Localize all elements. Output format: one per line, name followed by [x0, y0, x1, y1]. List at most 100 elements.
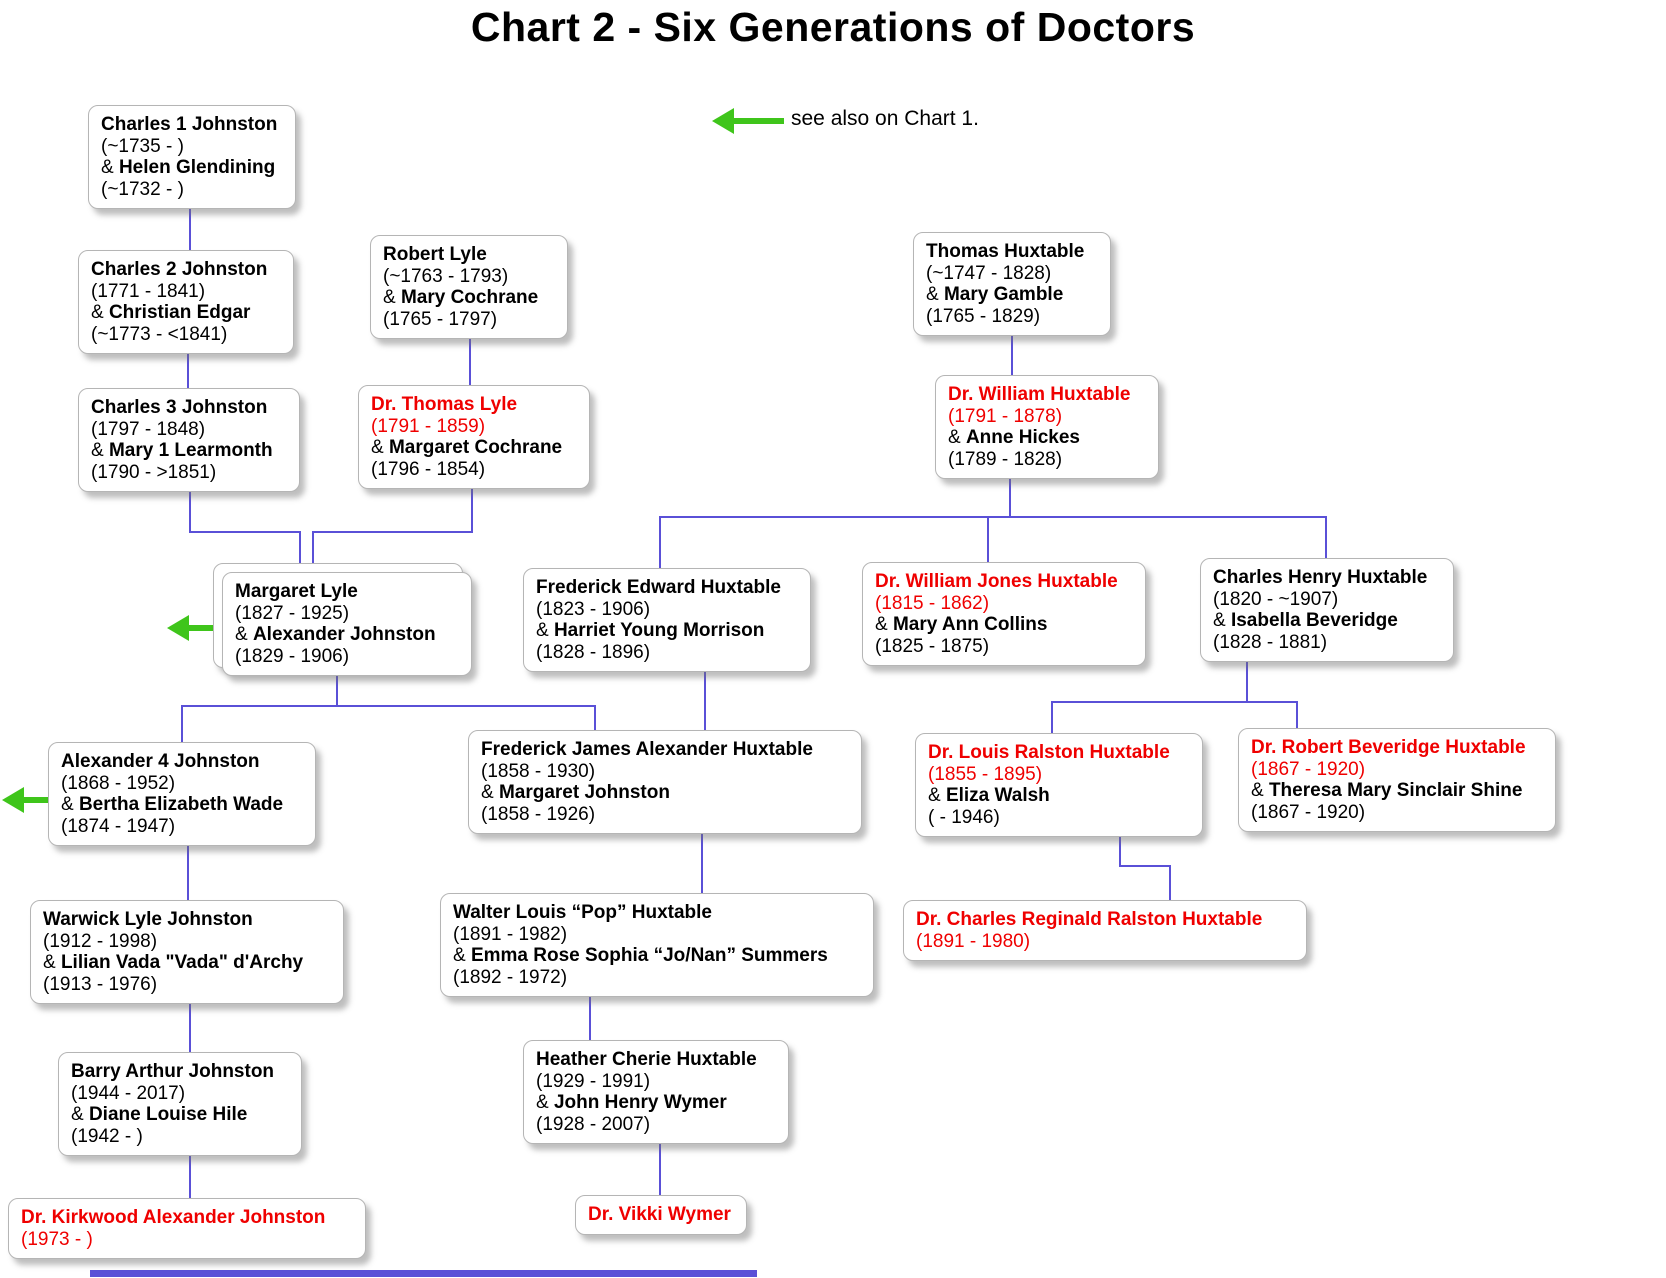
person-name-line: Dr. Kirkwood Alexander Johnston: [21, 1207, 326, 1228]
person-name-line: & Bertha Elizabeth Wade: [61, 794, 303, 816]
person-box-dr-william-huxtable[interactable]: Dr. William Huxtable(1791 - 1878)& Anne …: [935, 375, 1159, 479]
person-name-line: Dr. William Jones Huxtable: [875, 571, 1118, 592]
person-dates-line: (1913 - 1976): [43, 973, 158, 995]
spouse-name: Margaret Johnston: [498, 782, 670, 803]
person-dates-line: (1891 - 1980): [916, 930, 1031, 952]
connector-line: [1119, 836, 1171, 900]
person-box-dr-robert-beveridge-huxtable[interactable]: Dr. Robert Beveridge Huxtable(1867 - 192…: [1238, 728, 1556, 832]
ampersand: &: [61, 794, 79, 815]
person-dates-line: (1855 - 1895): [928, 763, 1043, 785]
person-dates-line: (1765 - 1829): [926, 305, 1041, 327]
spouse-name: Emma Rose Sophia “Jo/Nan” Summers: [470, 945, 828, 966]
person-dates-line: (1823 - 1906): [536, 598, 651, 620]
person-dates-line: (~1732 - ): [101, 178, 184, 200]
person-name-line: Dr. Vikki Wymer: [588, 1204, 731, 1225]
person-dates-line: (1791 - 1859): [371, 415, 486, 437]
person-dates-line: (1829 - 1906): [235, 645, 350, 667]
spouse-name: Mary Gamble: [943, 284, 1064, 305]
person-dates-line: (1868 - 1952): [61, 772, 176, 794]
spouse-name: Alexander Johnston: [252, 624, 436, 645]
person-name-line: & Mary Cochrane: [383, 287, 555, 309]
person-box-heather-cherie-huxtable[interactable]: Heather Cherie Huxtable(1929 - 1991)& Jo…: [523, 1040, 789, 1144]
spouse-name: Diane Louise Hile: [88, 1104, 248, 1125]
person-name-line: Dr. Charles Reginald Ralston Huxtable: [916, 909, 1263, 930]
person-dates-line: ( - 1946): [928, 806, 1000, 828]
ampersand: &: [101, 157, 119, 178]
ampersand: &: [1213, 610, 1231, 631]
person-box-frederick-edward-huxtable[interactable]: Frederick Edward Huxtable(1823 - 1906)& …: [523, 568, 811, 672]
person-box-barry-arthur-johnston[interactable]: Barry Arthur Johnston(1944 - 2017)& Dian…: [58, 1052, 302, 1156]
person-box-margaret-lyle[interactable]: Margaret Lyle(1827 - 1925)& Alexander Jo…: [222, 572, 472, 676]
person-dates-line: (1789 - 1828): [948, 448, 1063, 470]
person-name-line: & Diane Louise Hile: [71, 1104, 289, 1126]
connector-line: [1051, 701, 1298, 733]
spouse-name: Bertha Elizabeth Wade: [78, 794, 284, 815]
page-title: Chart 2 - Six Generations of Doctors: [470, 4, 1196, 50]
person-name-line: & Helen Glendining: [101, 157, 283, 179]
person-dates-line: (1892 - 1972): [453, 966, 568, 988]
person-dates-line: (1791 - 1878): [948, 405, 1063, 427]
person-dates-line: (~1773 - <1841): [91, 323, 228, 345]
ampersand: &: [235, 624, 253, 645]
person-box-dr-charles-reginald-ralston-huxtable[interactable]: Dr. Charles Reginald Ralston Huxtable(18…: [903, 900, 1307, 961]
person-box-thomas-huxtable[interactable]: Thomas Huxtable(~1747 - 1828)& Mary Gamb…: [913, 232, 1111, 336]
person-name-line: Heather Cherie Huxtable: [536, 1049, 757, 1070]
person-dates-line: (1858 - 1930): [481, 760, 596, 782]
person-box-walter-louis-pop-huxtable[interactable]: Walter Louis “Pop” Huxtable(1891 - 1982)…: [440, 893, 874, 997]
spouse-name: Lilian Vada "Vada" d'Archy: [60, 952, 304, 973]
person-dates-line: (1815 - 1862): [875, 592, 990, 614]
spouse-name: Mary 1 Learmonth: [108, 440, 273, 461]
person-name-line: Alexander 4 Johnston: [61, 751, 260, 772]
person-dates-line: (1928 - 2007): [536, 1113, 651, 1135]
green-left-arrow-icon: [712, 108, 784, 134]
person-name-line: & John Henry Wymer: [536, 1092, 776, 1114]
person-dates-line: (1820 - ~1907): [1213, 588, 1339, 610]
person-box-robert-lyle[interactable]: Robert Lyle(~1763 - 1793)& Mary Cochrane…: [370, 235, 568, 339]
person-box-charles-henry-huxtable[interactable]: Charles Henry Huxtable(1820 - ~1907)& Is…: [1200, 558, 1454, 662]
person-name-line: & Margaret Johnston: [481, 782, 849, 804]
person-name-line: & Harriet Young Morrison: [536, 620, 798, 642]
spouse-name: Margaret Cochrane: [388, 437, 563, 458]
person-box-charles-1-johnston[interactable]: Charles 1 Johnston(~1735 - )& Helen Glen…: [88, 105, 296, 209]
green-left-arrow-icon: [2, 787, 50, 813]
person-dates-line: (~1763 - 1793): [383, 265, 509, 287]
ampersand: &: [536, 620, 554, 641]
person-box-frederick-james-alexander-huxtable[interactable]: Frederick James Alexander Huxtable(1858 …: [468, 730, 862, 834]
person-name-line: Frederick James Alexander Huxtable: [481, 739, 813, 760]
person-name-line: Dr. William Huxtable: [948, 384, 1131, 405]
cutoff-connector-line: [90, 1270, 757, 1277]
person-name-line: & Isabella Beveridge: [1213, 610, 1441, 632]
spouse-name: Anne Hickes: [965, 427, 1080, 448]
connector-line: [659, 516, 1327, 568]
person-box-warwick-lyle-johnston[interactable]: Warwick Lyle Johnston(1912 - 1998)& Lili…: [30, 900, 344, 1004]
ampersand: &: [383, 287, 401, 308]
spouse-name: John Henry Wymer: [553, 1092, 727, 1113]
person-name-line: Frederick Edward Huxtable: [536, 577, 781, 598]
person-box-dr-kirkwood-alexander-johnston[interactable]: Dr. Kirkwood Alexander Johnston(1973 - ): [8, 1198, 366, 1259]
person-name-line: & Anne Hickes: [948, 427, 1146, 449]
person-dates-line: (1891 - 1982): [453, 923, 568, 945]
person-box-dr-vikki-wymer[interactable]: Dr. Vikki Wymer: [575, 1195, 747, 1235]
person-name-line: Charles Henry Huxtable: [1213, 567, 1428, 588]
spouse-name: Mary Cochrane: [400, 287, 539, 308]
person-box-alexander-4-johnston[interactable]: Alexander 4 Johnston(1868 - 1952)& Berth…: [48, 742, 316, 846]
ampersand: &: [91, 302, 109, 323]
person-box-dr-thomas-lyle[interactable]: Dr. Thomas Lyle(1791 - 1859)& Margaret C…: [358, 385, 590, 489]
ampersand: &: [71, 1104, 89, 1125]
connector-line: [312, 488, 473, 572]
person-name-line: & Lilian Vada "Vada" d'Archy: [43, 952, 331, 974]
ampersand: &: [371, 437, 389, 458]
person-name-line: Barry Arthur Johnston: [71, 1061, 275, 1082]
person-box-charles-3-johnston[interactable]: Charles 3 Johnston(1797 - 1848)& Mary 1 …: [78, 388, 300, 492]
person-box-dr-louis-ralston-huxtable[interactable]: Dr. Louis Ralston Huxtable(1855 - 1895)&…: [915, 733, 1203, 837]
person-box-dr-william-jones-huxtable[interactable]: Dr. William Jones Huxtable(1815 - 1862)&…: [862, 562, 1146, 666]
person-name-line: & Mary Ann Collins: [875, 614, 1133, 636]
person-dates-line: (1797 - 1848): [91, 418, 206, 440]
person-dates-line: (1790 - >1851): [91, 461, 217, 483]
person-box-charles-2-johnston[interactable]: Charles 2 Johnston(1771 - 1841)& Christi…: [78, 250, 294, 354]
ampersand: &: [481, 782, 499, 803]
see-also-note: see also on Chart 1.: [791, 107, 979, 130]
connector-line: [181, 705, 596, 742]
spouse-name: Harriet Young Morrison: [553, 620, 765, 641]
